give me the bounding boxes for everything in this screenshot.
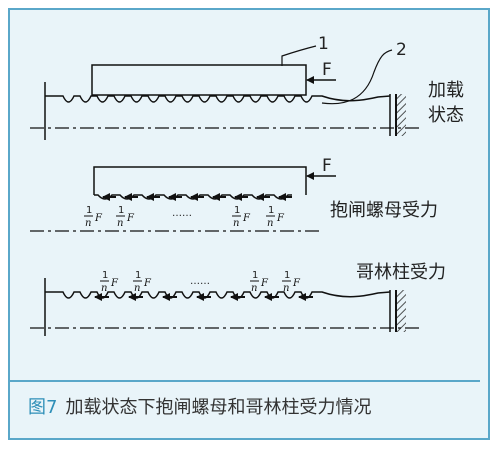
- fraction-force: F: [126, 213, 135, 224]
- fraction-denominator: n: [283, 283, 289, 294]
- fraction-numerator: 1: [135, 270, 141, 281]
- fraction-numerator: 1: [284, 270, 290, 281]
- fraction-force: F: [110, 278, 119, 289]
- caption-figure-number: 图7: [28, 397, 58, 418]
- fraction-force: F: [292, 278, 301, 289]
- fraction-numerator: 1: [252, 270, 258, 281]
- fraction-numerator: 1: [268, 205, 274, 216]
- diagram-loaded-state: 1 2 F 加载 状态: [30, 34, 464, 140]
- label-loaded-line1: 加载: [428, 80, 464, 101]
- figure-panel: [8, 8, 490, 440]
- label-bar-force: 哥林柱受力: [356, 262, 446, 283]
- fraction-denominator: n: [101, 283, 107, 294]
- ellipsis-bar: ……: [190, 276, 210, 287]
- leader-line-2: [321, 49, 393, 105]
- leader-line-1: [281, 45, 317, 66]
- fraction-numerator: 1: [86, 205, 92, 216]
- label-part-1: 1: [318, 34, 329, 54]
- fraction-force: F: [276, 213, 285, 224]
- fraction-force: F: [242, 213, 251, 224]
- fraction-numerator: 1: [102, 270, 108, 281]
- ellipsis-nut: ……: [172, 208, 192, 219]
- fraction-denominator: n: [117, 218, 123, 229]
- label-force-1: F: [322, 60, 332, 80]
- label-loaded-line2: 状态: [428, 105, 464, 126]
- support-hatch-1: [397, 94, 406, 136]
- figure-caption: 图7 加载状态下抱闸螺母和哥林柱受力情况: [10, 380, 480, 430]
- fraction-force: F: [260, 278, 269, 289]
- nut-body-1: [91, 64, 307, 96]
- label-nut-force: 抱闸螺母受力: [330, 200, 438, 221]
- label-part-2: 2: [396, 40, 407, 60]
- support-hatch-3: [397, 290, 406, 332]
- fraction-numerator: 1: [234, 205, 240, 216]
- fraction-denominator: n: [85, 218, 91, 229]
- tie-bar-thread-1: [44, 82, 391, 140]
- fraction-denominator: n: [251, 283, 257, 294]
- fraction-force: F: [94, 213, 103, 224]
- tie-bar-thread-3: [44, 278, 391, 336]
- fraction-denominator: n: [233, 218, 239, 229]
- label-force-2: F: [322, 156, 332, 176]
- fraction-numerator: 1: [118, 205, 124, 216]
- caption-text: 加载状态下抱闸螺母和哥林柱受力情况: [65, 397, 372, 418]
- fraction-denominator: n: [267, 218, 273, 229]
- fraction-force: F: [143, 278, 152, 289]
- fraction-denominator: n: [134, 283, 140, 294]
- nut-body-2: [93, 166, 307, 195]
